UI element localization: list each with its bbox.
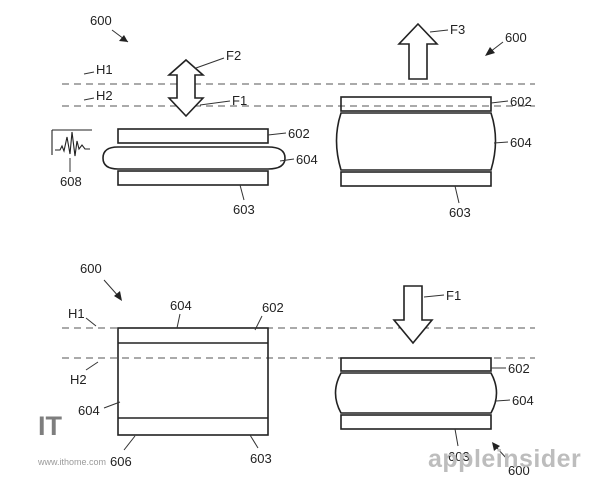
assembly-bottom-right bbox=[334, 285, 511, 461]
label-f2: F2 bbox=[226, 48, 241, 63]
label-f3: F3 bbox=[450, 22, 465, 37]
plate-602-top-right bbox=[340, 96, 492, 112]
leader-602-top-left bbox=[267, 132, 287, 136]
label-603-top-right: 603 bbox=[449, 205, 471, 220]
leader-604-top-bottom-left bbox=[176, 313, 181, 329]
appleinsider-watermark: appleinsider bbox=[428, 445, 581, 473]
label-604-top-bottom-left: 604 bbox=[170, 298, 192, 313]
pointer-600-top-right-head bbox=[485, 47, 495, 56]
label-h2-top: H2 bbox=[96, 88, 113, 103]
label-606: 606 bbox=[110, 454, 132, 469]
leader-h2-top bbox=[83, 97, 95, 101]
plate-602-top-left bbox=[117, 128, 269, 144]
deformable-layer-604-top-left bbox=[102, 146, 286, 170]
assembly-top-right bbox=[335, 22, 509, 204]
label-h2-bottom: H2 bbox=[70, 372, 87, 387]
leader-h1-bottom bbox=[85, 317, 97, 327]
arrow-f3-up bbox=[397, 22, 439, 80]
leader-f1 bbox=[199, 100, 231, 106]
leader-603-bottom-right bbox=[454, 428, 459, 447]
leader-604-top-right bbox=[493, 141, 509, 144]
label-603-bottom-right: 603 bbox=[448, 449, 470, 464]
label-602-bottom-right: 602 bbox=[508, 361, 530, 376]
pointer-600-bottom-right-head bbox=[492, 442, 500, 451]
leader-f2 bbox=[195, 57, 225, 69]
plate-603-top-left bbox=[117, 170, 269, 186]
label-602-top-left: 602 bbox=[288, 126, 310, 141]
label-608: 608 bbox=[60, 174, 82, 189]
plate-603-top-right bbox=[340, 171, 492, 187]
pointer-600-top-left-head bbox=[119, 35, 128, 42]
leader-602-top-right bbox=[490, 100, 509, 104]
leader-603-top-left bbox=[239, 184, 245, 201]
label-600-top-left: 600 bbox=[90, 13, 112, 28]
leader-606 bbox=[123, 435, 136, 451]
leader-f3 bbox=[429, 29, 449, 33]
label-604-bottom-right: 604 bbox=[512, 393, 534, 408]
label-604-top-left: 604 bbox=[296, 152, 318, 167]
label-604-side: 604 bbox=[78, 403, 100, 418]
label-602-bottom-left: 602 bbox=[262, 300, 284, 315]
label-604-top-right: 604 bbox=[510, 135, 532, 150]
plate-603-bottom-right bbox=[340, 414, 492, 430]
label-603-bottom-left: 603 bbox=[250, 451, 272, 466]
label-f1-bottom-right: F1 bbox=[446, 288, 461, 303]
label-f1-top: F1 bbox=[232, 93, 247, 108]
pointer-600-bottom-right bbox=[495, 446, 509, 461]
double-arrow-f2-f1 bbox=[166, 58, 206, 118]
arrow-f1-down bbox=[392, 285, 434, 345]
ithome-url-watermark: www.ithome.com bbox=[37, 457, 106, 467]
leader-f1-bottom-right bbox=[423, 294, 445, 298]
signal-waveform-608 bbox=[51, 129, 92, 157]
it-logo-watermark: IT bbox=[38, 411, 63, 441]
deformable-layer-604-top-right bbox=[335, 112, 497, 171]
plate-602-bottom-right bbox=[340, 357, 492, 372]
label-600-top-right: 600 bbox=[505, 30, 527, 45]
label-600-bottom-left: 600 bbox=[80, 261, 102, 276]
deformable-layer-604-bottom-right bbox=[334, 372, 498, 414]
leader-604-top-left bbox=[279, 158, 295, 162]
pointer-600-bottom-left-head bbox=[114, 291, 122, 301]
leader-603-top-right bbox=[454, 185, 460, 204]
leader-603-bottom-left bbox=[249, 434, 259, 449]
leader-h1-top bbox=[83, 71, 95, 75]
assembly-bottom-left bbox=[85, 279, 269, 451]
label-h1-bottom: H1 bbox=[68, 306, 85, 321]
leader-604-bottom-right bbox=[495, 399, 511, 402]
block-604-expanded bbox=[117, 327, 269, 436]
leader-604-side bbox=[103, 401, 121, 409]
leader-h2-bottom bbox=[85, 361, 99, 371]
leader-602-bottom-left bbox=[254, 315, 263, 331]
label-h1-top: H1 bbox=[96, 62, 113, 77]
label-600-bottom-right: 600 bbox=[508, 463, 530, 478]
label-602-top-right: 602 bbox=[510, 94, 532, 109]
assembly-top-left bbox=[51, 29, 295, 201]
label-603-top-left: 603 bbox=[233, 202, 255, 217]
